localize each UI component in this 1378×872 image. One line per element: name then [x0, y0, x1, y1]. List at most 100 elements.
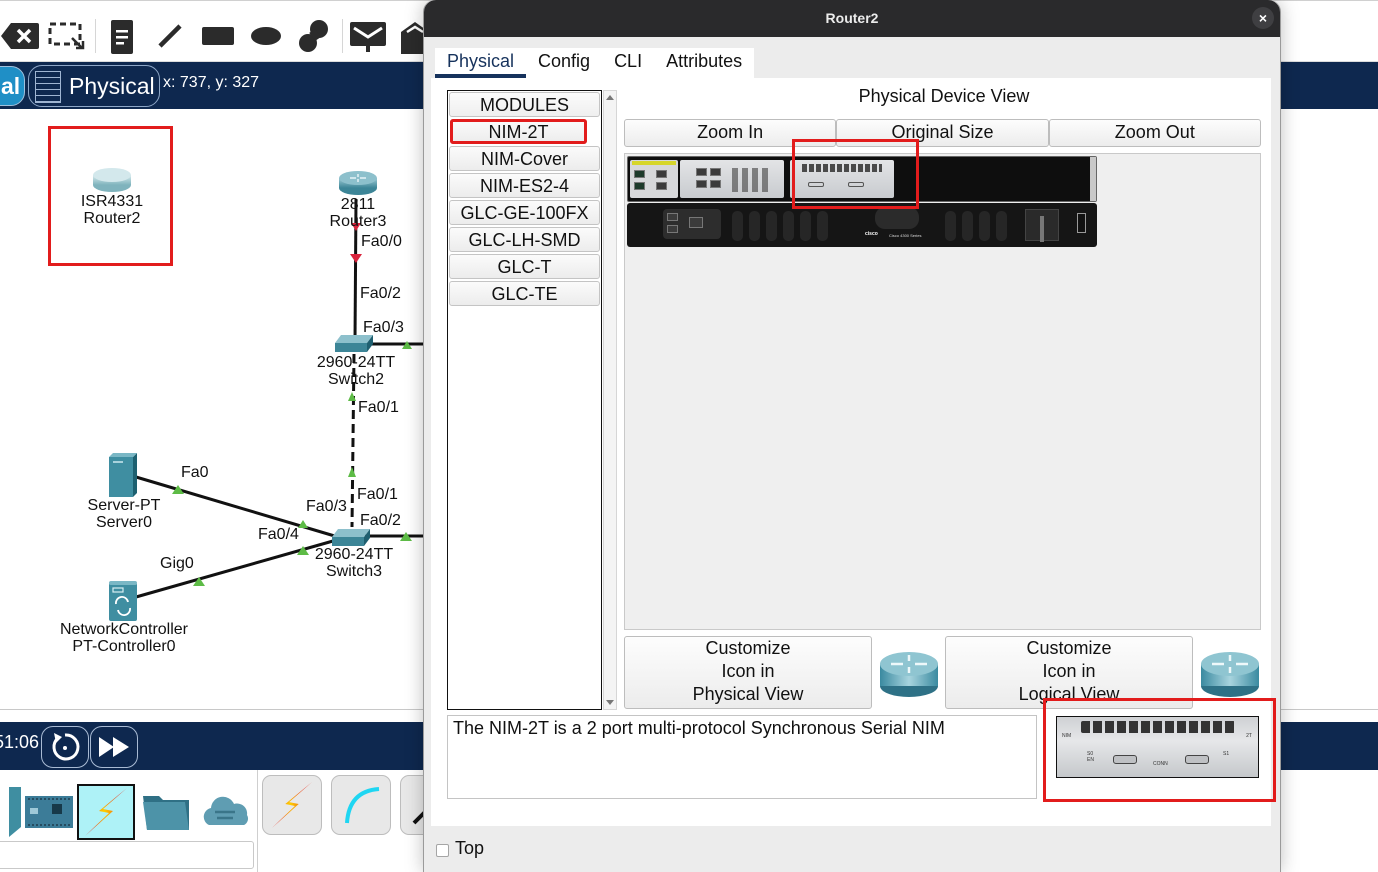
customize-physical-icon-button[interactable]: Customize Icon in Physical View [624, 636, 872, 709]
port-label: Fa0/1 [357, 486, 398, 503]
port-label: Fa0/2 [360, 512, 401, 529]
ellipse-icon[interactable] [246, 16, 286, 56]
module-item[interactable]: GLC-GE-100FX [449, 200, 600, 225]
delete-icon[interactable] [0, 16, 40, 56]
customize-logical-icon-button[interactable]: Customize Icon in Logical View [945, 636, 1193, 709]
draw-line-icon[interactable] [150, 16, 190, 56]
link-status-down-icon [351, 223, 361, 231]
nim-slot-1-nim-2t[interactable] [790, 160, 894, 198]
module-label-2t: 2T [1246, 733, 1252, 739]
resize-select-icon[interactable] [47, 16, 87, 56]
link-status-up-icon [193, 577, 205, 586]
end-devices-icon[interactable] [0, 784, 32, 840]
port-label: Gig0 [160, 555, 194, 572]
physical-router-icon [879, 648, 939, 698]
serial-port-1 [1185, 755, 1209, 764]
modules-list[interactable]: MODULES NIM-2T NIM-Cover NIM-ES2-4 GLC-G… [447, 90, 602, 710]
components-icon[interactable] [20, 784, 78, 840]
tab-cli[interactable]: CLI [614, 51, 643, 71]
close-button[interactable]: × [1252, 7, 1274, 29]
physical-view-label: Physical [69, 73, 155, 99]
tab-physical[interactable]: Physical [435, 48, 527, 78]
module-item[interactable]: GLC-TE [449, 281, 600, 306]
power-cycle-button[interactable] [41, 726, 89, 768]
zoom-out-button[interactable]: Zoom Out [1048, 119, 1261, 147]
complex-pdu-icon[interactable] [394, 16, 434, 56]
modules-scrollbar[interactable] [603, 90, 617, 710]
multiuser-icon[interactable] [196, 784, 254, 840]
tab-attributes[interactable]: Attributes [666, 51, 743, 71]
scroll-down-icon[interactable] [606, 700, 614, 705]
switch-icon[interactable] [330, 527, 374, 552]
module-label-s1: S1 [1223, 751, 1230, 757]
physical-view-icon [35, 71, 61, 103]
module-item[interactable]: NIM-ES2-4 [449, 173, 600, 198]
link-status-up-icon [297, 546, 309, 555]
router-icon[interactable] [92, 167, 132, 198]
close-icon: × [1258, 10, 1268, 26]
module-item-nim-2t[interactable]: NIM-2T [450, 119, 587, 144]
cursor-coordinates: x: 737, y: 327 [163, 74, 260, 91]
port-label: Fa0/1 [358, 399, 399, 416]
scroll-up-icon[interactable] [606, 95, 614, 100]
port-label: Fa0/0 [361, 233, 402, 250]
router-icon[interactable] [338, 169, 378, 202]
top-checkbox[interactable]: Top [436, 838, 484, 859]
top-checkbox-label: Top [455, 838, 485, 858]
power-inlet-icon [1025, 209, 1059, 242]
connections-icon[interactable] [77, 784, 135, 840]
automatic-connection-button[interactable] [262, 775, 322, 835]
logical-view-tab[interactable]: al [0, 66, 25, 106]
simulation-time: 51:06 [0, 732, 40, 752]
module-description-text: The NIM-2T is a 2 port multi-protocol Sy… [453, 718, 945, 738]
network-controller-icon[interactable] [108, 580, 138, 627]
freeform-icon[interactable] [294, 16, 334, 56]
fast-forward-icon [99, 737, 129, 757]
physical-view-tab[interactable]: Physical [28, 65, 160, 107]
router-chassis-base: cisco Cisco 4300 Series [627, 203, 1097, 247]
module-item[interactable]: GLC-LH-SMD [449, 227, 600, 252]
module-label-nim: NIM [1062, 733, 1072, 739]
physical-device-view[interactable]: cisco Cisco 4300 Series [624, 153, 1261, 630]
dialog-titlebar[interactable]: Router2 × [424, 0, 1280, 37]
palette-search-input[interactable] [0, 841, 254, 869]
console-cable-button[interactable] [331, 775, 391, 835]
tab-config[interactable]: Config [538, 51, 591, 71]
module-item[interactable]: NIM-Cover [449, 146, 600, 171]
chassis-series-label: Cisco 4300 Series [889, 233, 922, 238]
server-icon[interactable] [108, 452, 138, 503]
port-label: Fa0/3 [363, 319, 404, 336]
link-status-up-icon [400, 532, 412, 541]
port-label: Fa0 [181, 464, 209, 481]
dialog-tabs: Physical Config CLI Attributes [435, 48, 755, 78]
link-status-up-icon [172, 485, 184, 494]
rectangle-icon[interactable] [198, 16, 238, 56]
link-status-up-icon [402, 341, 412, 349]
link-switch2-switch3 [350, 353, 356, 528]
module-description: The NIM-2T is a 2 port multi-protocol Sy… [447, 715, 1037, 799]
pdu-message-icon[interactable] [348, 16, 388, 56]
power-switch[interactable] [1077, 213, 1086, 233]
builtin-ports[interactable] [630, 160, 678, 198]
miscellaneous-icon[interactable] [137, 784, 195, 840]
physical-panel: MODULES NIM-2T NIM-Cover NIM-ES2-4 GLC-G… [431, 78, 1276, 826]
nim-slot-0[interactable] [680, 160, 784, 198]
fast-forward-button[interactable] [90, 726, 138, 768]
module-item[interactable]: GLC-T [449, 254, 600, 279]
zoom-in-button[interactable]: Zoom In [624, 119, 837, 147]
module-label-conn: CONN [1153, 761, 1168, 767]
link-status-up-icon [348, 467, 356, 477]
original-size-button[interactable]: Original Size [836, 119, 1049, 147]
serial-port-0 [1113, 755, 1137, 764]
physical-device-view-title: Physical Device View [858, 86, 1030, 106]
checkbox-box[interactable] [436, 844, 449, 857]
link-router3-switch2 [353, 198, 358, 342]
note-icon[interactable] [102, 16, 142, 56]
nim-slot-highlight [792, 139, 919, 209]
selection-highlight [48, 126, 173, 266]
link-status-down-icon [350, 254, 362, 263]
switch-icon[interactable] [333, 333, 377, 358]
